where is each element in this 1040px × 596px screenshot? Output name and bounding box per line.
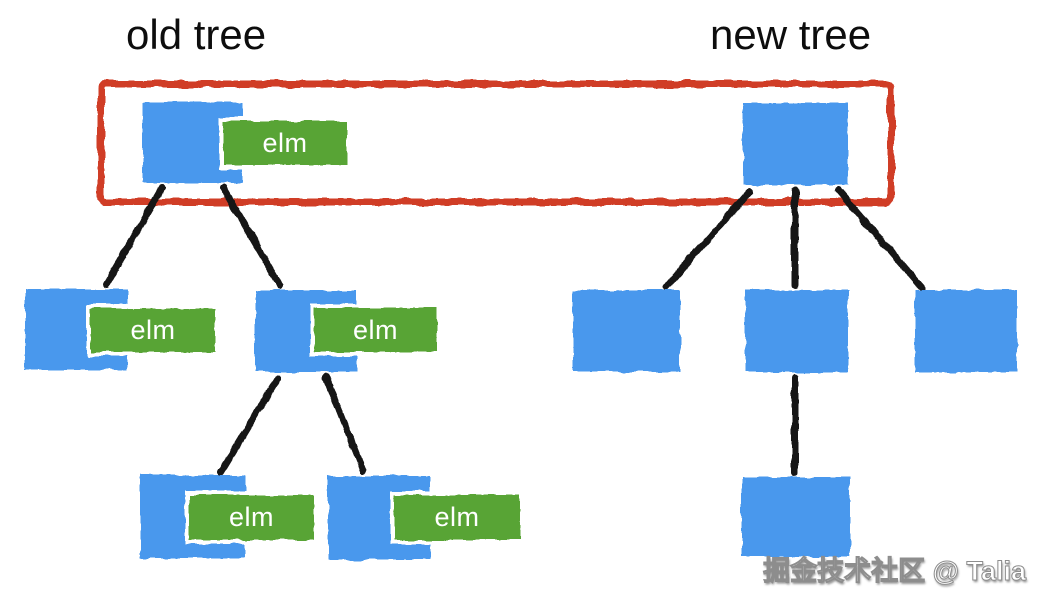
elm-tag-bg-old-root xyxy=(219,117,351,169)
edge-old-root-to-child-1 xyxy=(102,184,166,288)
edge-new-root-to-child-3 xyxy=(834,186,926,292)
elm-tag-label-old-grandchild-2: elm xyxy=(434,502,480,532)
new-tree-title: new tree xyxy=(710,11,872,58)
node-new-grandchild-1 xyxy=(742,477,850,557)
edge-old-child-2-to-grandchild-1 xyxy=(217,374,282,476)
watermark-text: 掘金技术社区 @ Talia xyxy=(763,556,1027,587)
edge-old-child-2-to-grandchild-2 xyxy=(322,373,367,475)
elm-tag-bg-old-grandchild-1 xyxy=(185,491,318,544)
highlight-box-roots xyxy=(97,80,895,206)
node-new-root xyxy=(743,103,848,185)
node-new-child-3 xyxy=(915,290,1017,372)
elm-tag-label-old-root: elm xyxy=(262,127,308,158)
elm-tag-label-old-child-1: elm xyxy=(130,314,176,345)
elm-tag-label-old-child-2: elm xyxy=(352,314,398,345)
node-new-child-1 xyxy=(573,290,680,372)
edge-old-root-to-child-2 xyxy=(219,184,284,290)
elm-tag-bg-old-grandchild-2 xyxy=(390,491,524,544)
elm-tag-label-old-grandchild-1: elm xyxy=(228,502,274,532)
node-new-child-2 xyxy=(745,290,848,372)
old-tree-title: old tree xyxy=(126,11,267,58)
edge-new-root-to-child-1 xyxy=(662,187,754,291)
elm-tag-bg-old-child-2 xyxy=(310,304,441,356)
elm-tag-bg-old-child-1 xyxy=(87,304,219,356)
